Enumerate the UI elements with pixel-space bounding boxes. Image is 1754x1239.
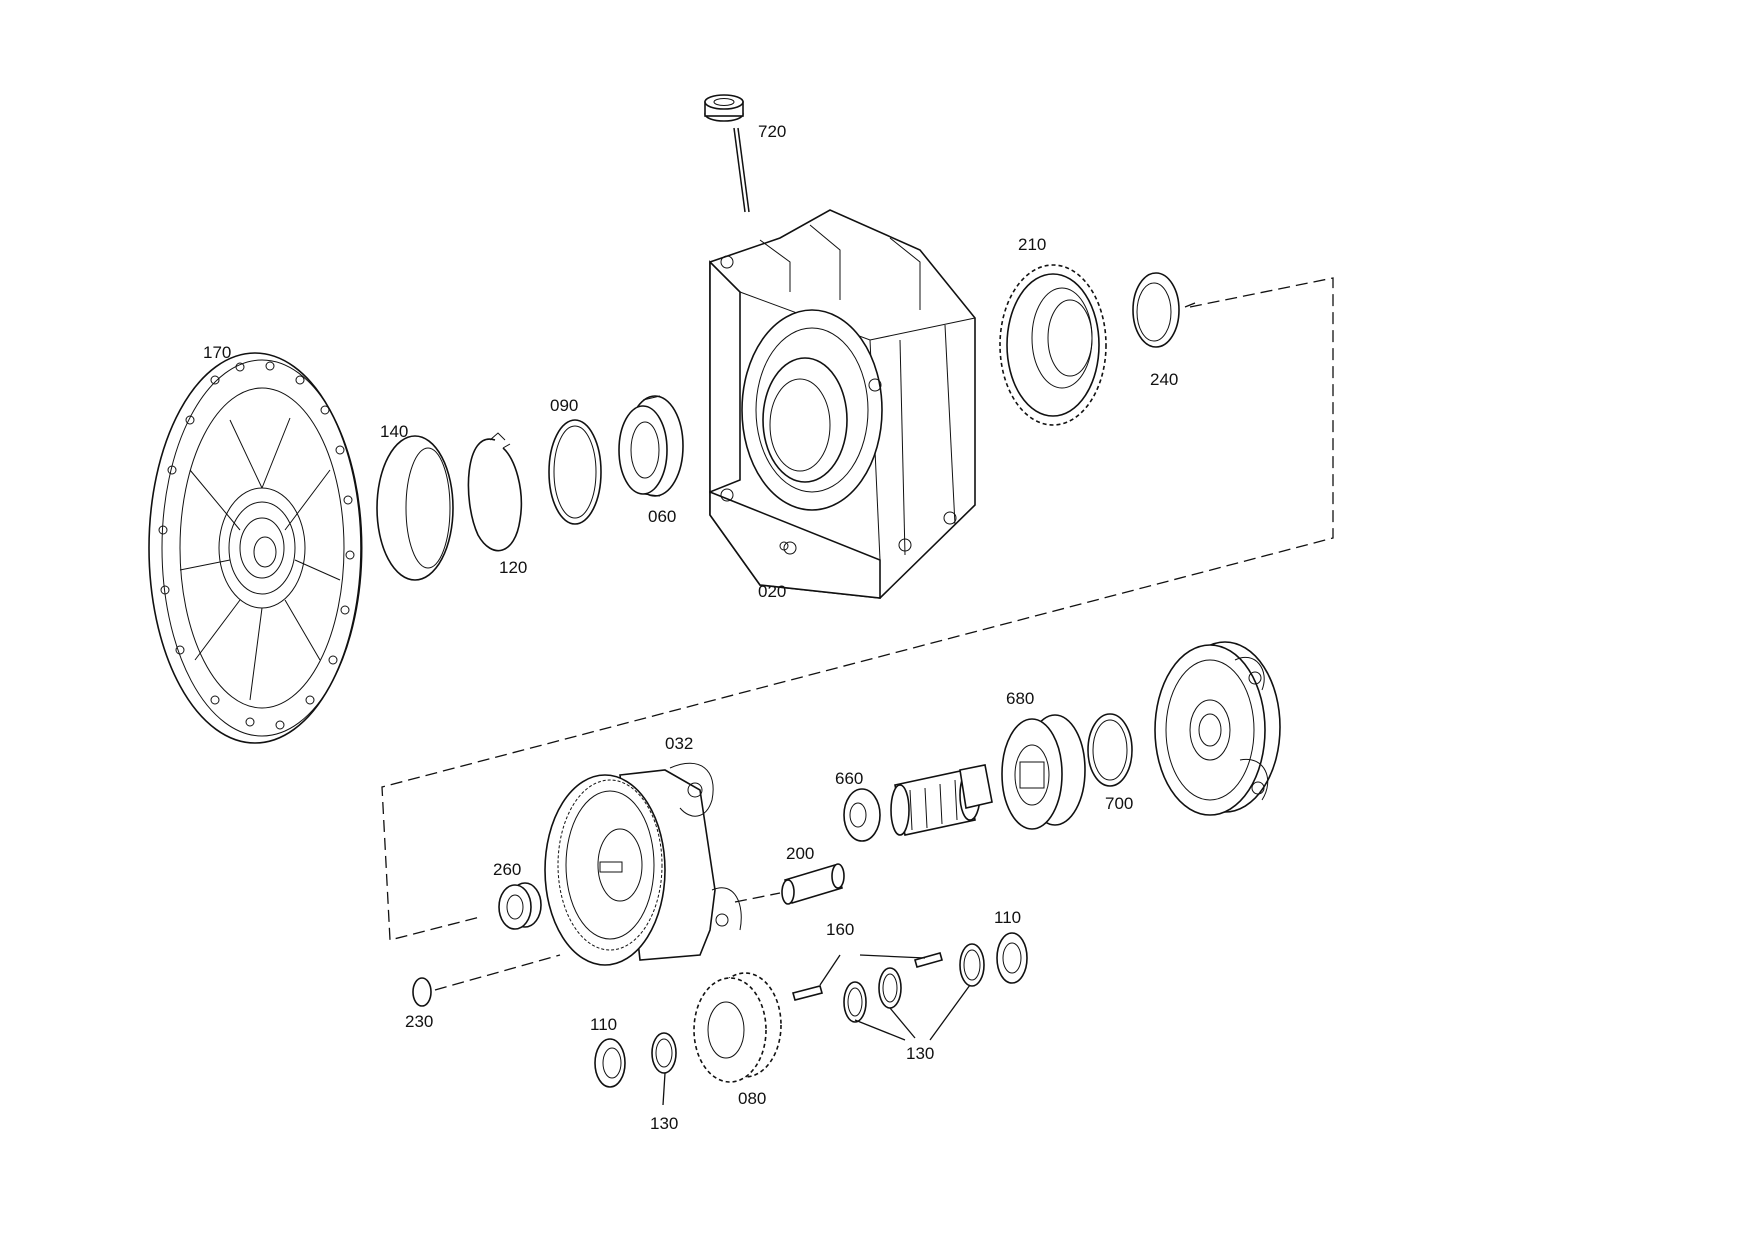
label-032: 032 xyxy=(665,734,693,753)
label-240: 240 xyxy=(1150,370,1178,389)
part-260-bearing xyxy=(498,882,542,930)
part-130-washer-left xyxy=(651,1032,677,1074)
label-120: 120 xyxy=(499,558,527,577)
part-720-dipstick xyxy=(704,94,750,213)
part-230-ring xyxy=(412,977,432,1007)
label-110-right: 110 xyxy=(994,908,1021,927)
part-210-ring-gear xyxy=(999,264,1107,426)
part-660-bearing xyxy=(843,788,881,842)
label-160: 160 xyxy=(826,920,854,939)
part-020-housing xyxy=(709,209,976,599)
part-160-pins xyxy=(792,952,943,1001)
part-110-washer-left xyxy=(594,1038,626,1088)
label-130-right: 130 xyxy=(906,1044,934,1063)
part-170-cover xyxy=(148,352,363,744)
part-060-bearing xyxy=(618,395,684,497)
part-032-planet-carrier xyxy=(544,762,742,966)
label-080: 080 xyxy=(738,1089,766,1108)
part-080-planet-gear xyxy=(693,972,782,1083)
label-680: 680 xyxy=(1006,689,1034,708)
part-labels: 720 210 240 170 140 090 060 120 020 680 … xyxy=(203,122,1178,1133)
label-200: 200 xyxy=(786,844,814,863)
label-130-left: 130 xyxy=(650,1114,678,1133)
part-200-pin xyxy=(781,863,845,905)
label-700: 700 xyxy=(1105,794,1133,813)
assembly-dashed-lines xyxy=(381,277,1334,991)
part-140-dish xyxy=(376,435,454,581)
leader-lines xyxy=(662,954,971,1106)
part-240-snap-ring xyxy=(1132,272,1180,348)
part-splined-shaft xyxy=(890,764,993,836)
label-060: 060 xyxy=(648,507,676,526)
part-130-washers xyxy=(843,943,985,1023)
part-sun-carrier xyxy=(1154,641,1281,816)
label-660: 660 xyxy=(835,769,863,788)
label-090: 090 xyxy=(550,396,578,415)
part-110-washer-right xyxy=(996,932,1028,984)
label-210: 210 xyxy=(1018,235,1046,254)
label-260: 260 xyxy=(493,860,521,879)
label-110-left: 110 xyxy=(590,1015,617,1034)
label-140: 140 xyxy=(380,422,408,441)
label-020: 020 xyxy=(758,582,786,601)
label-170: 170 xyxy=(203,343,231,362)
label-230: 230 xyxy=(405,1012,433,1031)
part-120-circlip xyxy=(467,432,523,552)
part-090-ring xyxy=(548,419,602,525)
part-680-bearing xyxy=(1001,714,1086,830)
label-720: 720 xyxy=(758,122,786,141)
part-700-ring xyxy=(1087,713,1133,787)
